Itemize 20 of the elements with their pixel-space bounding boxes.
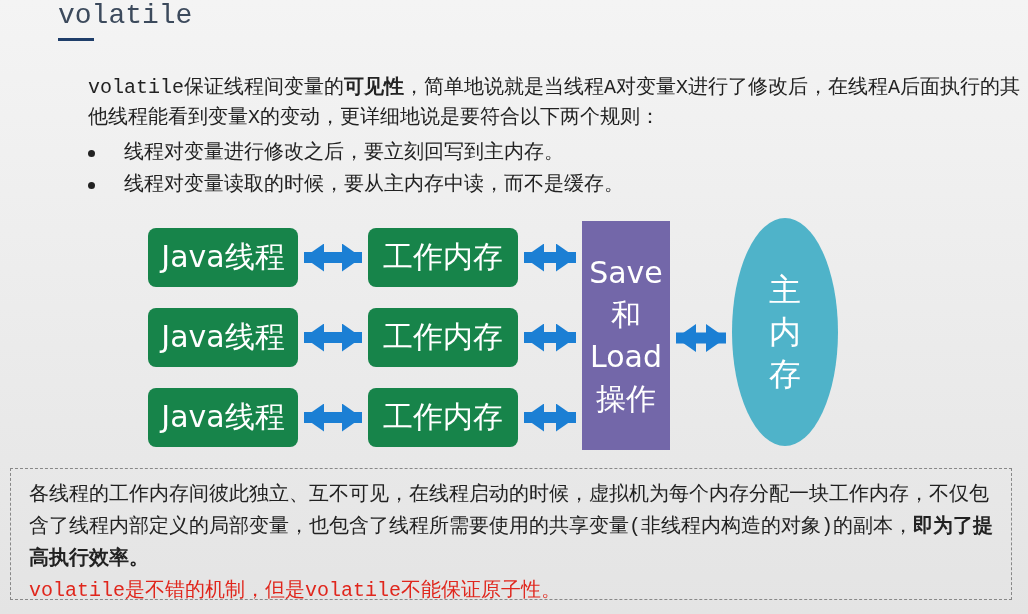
double-arrow xyxy=(524,243,576,272)
bullet-text: 线程对变量进行修改之后，要立刻回写到主内存。 xyxy=(124,140,565,166)
double-arrow xyxy=(304,403,362,432)
note-box: 各线程的工作内存间彼此独立、互不可见，在线程启动的时候，虚拟机为每个内存分配一块工作内存，不仅包含了线程内部定义的局部变量，也包含了线程所需要使用的共享变量(非线程内构造的对象)的副本，即为了提高执行效率。 volatile是不错的机制，但是volatile不能保证原子性。 xyxy=(10,468,1012,600)
double-arrow xyxy=(304,323,362,352)
paragraph: volatile保证线程间变量的可见性，简单地说就是当线程A对变量X进行了修改后，在线程A后面执行的其他线程能看到变量X的变动，更详细地说是要符合以下两个规则： xyxy=(88,75,1022,131)
operation-box: Save和Load操作 xyxy=(582,221,670,450)
thread-box: Java线程 xyxy=(148,308,298,367)
bullet-text: 线程对变量读取的时候，要从主内存中读，而不是缓存。 xyxy=(124,172,625,198)
memory-box: 工作内存 xyxy=(368,228,518,287)
double-arrow xyxy=(304,243,362,272)
memory-box: 工作内存 xyxy=(368,388,518,447)
double-arrow xyxy=(524,403,576,432)
double-arrow xyxy=(524,323,576,352)
thread-box: Java线程 xyxy=(148,228,298,287)
memory-ellipse: 主内存 xyxy=(732,218,838,446)
double-arrow xyxy=(676,324,726,352)
title: volatile xyxy=(58,0,193,31)
memory-box: 工作内存 xyxy=(368,308,518,367)
thread-box: Java线程 xyxy=(148,388,298,447)
